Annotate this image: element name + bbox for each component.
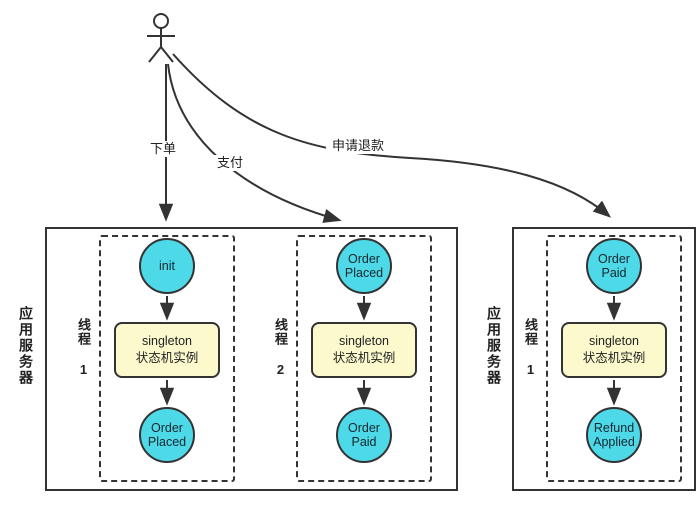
machine-name: singleton [338,334,390,349]
app-server-box-2 [512,227,696,491]
machine-desc: 状态机实例 [332,351,396,365]
state-node-order-paid: Order Paid [336,407,392,463]
thread-box-2 [296,235,432,482]
machine-name: singleton [141,334,193,349]
thread-box-1 [99,235,235,482]
state-node-refund-applied: Refund Applied [586,407,642,463]
place-order-label: 下单 [141,141,185,157]
thread-label-2: 线程 2 [273,318,288,378]
refund-label: 申请退款 [326,138,390,154]
thread-box-3 [546,235,682,482]
state-machine-box-2: singleton 状态机实例 [311,322,417,378]
thread-label-1: 线程 1 [76,318,91,378]
machine-name: singleton [588,334,640,349]
pay-label: 支付 [208,155,252,171]
state-node-order-placed: Order Placed [139,407,195,463]
app-server-label-1: 应用服务器 [18,306,34,386]
state-node-init: init [139,238,195,294]
thread-label-3: 线程 1 [523,318,538,378]
app-server-box-1 [45,227,458,491]
refund-arrow [172,53,612,218]
machine-desc: 状态机实例 [582,351,646,365]
state-node-order-paid-2: Order Paid [586,238,642,294]
state-machine-box-1: singleton 状态机实例 [114,322,220,378]
actor-icon [147,13,175,63]
state-machine-box-3: singleton 状态机实例 [561,322,667,378]
pay-arrow [167,63,342,223]
app-server-label-2: 应用服务器 [486,306,502,386]
state-node-order-placed-2: Order Placed [336,238,392,294]
machine-desc: 状态机实例 [135,351,199,365]
